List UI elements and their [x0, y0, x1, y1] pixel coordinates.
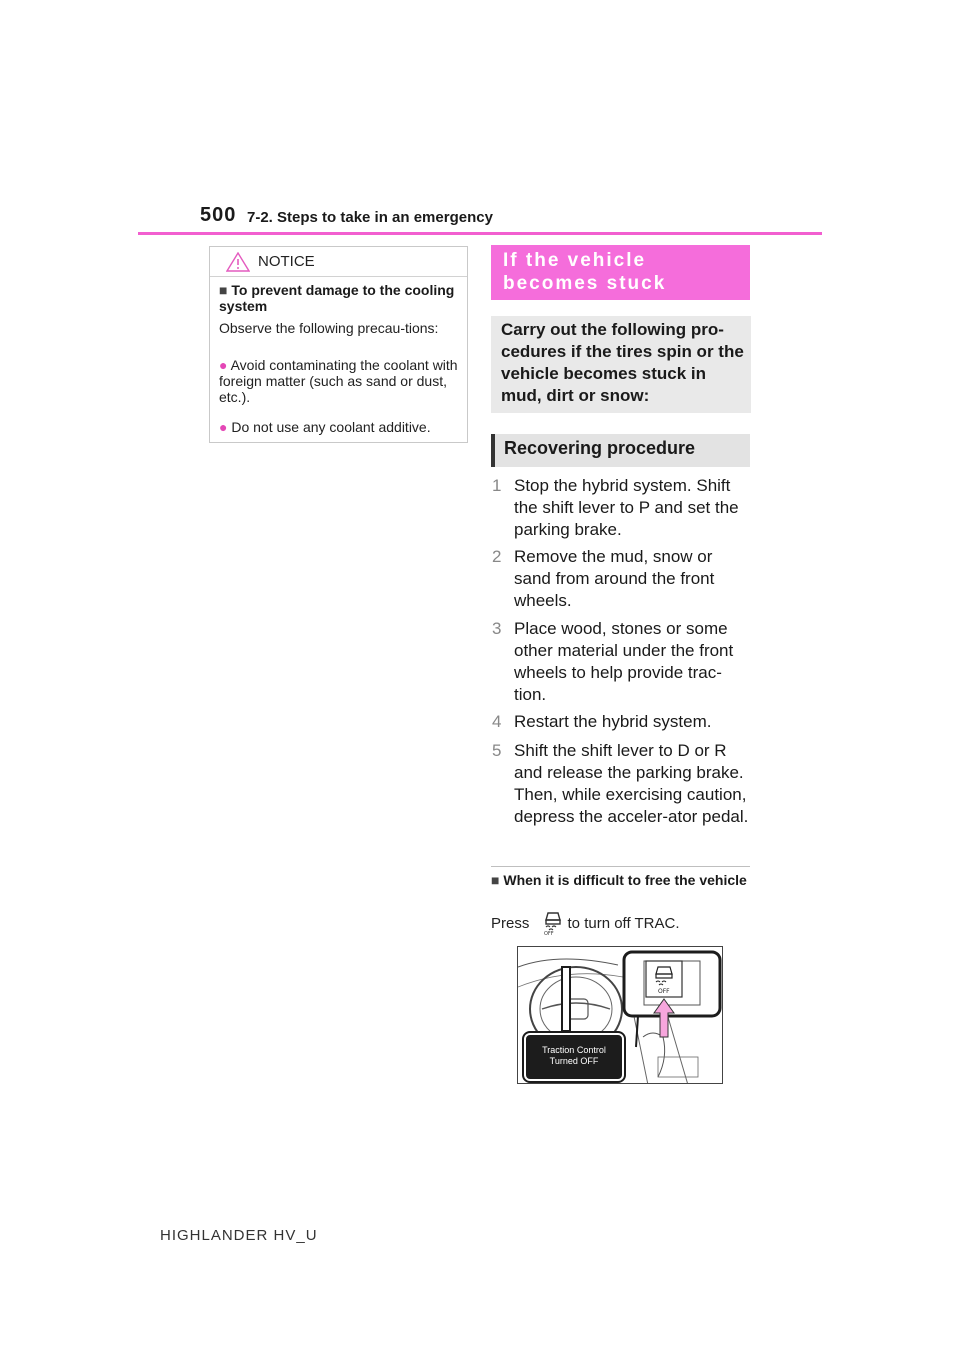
procedure-step: 5 Shift the shift lever to D or R and re…: [492, 740, 750, 850]
free-vehicle-heading-text: When it is difficult to free the vehicle: [503, 872, 747, 888]
message-line-2: Turned OFF: [549, 1056, 599, 1066]
press-text-after: to turn off TRAC.: [567, 915, 680, 932]
procedure-step: 4 Restart the hybrid system.: [492, 711, 750, 733]
notice-heading-text: To prevent damage to the cooling system: [219, 282, 455, 314]
procedure-step: 2 Remove the mud, snow or sand from arou…: [492, 546, 750, 612]
notice-header: NOTICE: [210, 247, 467, 277]
traction-control-message: Traction Control Turned OFF: [524, 1033, 624, 1081]
notice-bullet: ● Avoid contaminating the coolant with f…: [219, 357, 461, 405]
notice-bullet-text: Avoid contaminating the coolant with for…: [219, 357, 458, 405]
stuck-section-title: If the vehicle becomes stuck: [503, 250, 667, 294]
procedure-step: 3 Place wood, stones or some other mater…: [492, 618, 750, 706]
press-text-before: Press: [491, 915, 530, 932]
stuck-intro-text: Carry out the following pro-cedures if t…: [501, 320, 744, 405]
bullet-marker: ●: [219, 357, 228, 373]
step-text: Place wood, stones or some other materia…: [514, 619, 734, 704]
step-text: Stop the hybrid system. Shift the shift …: [514, 476, 739, 539]
message-line-1: Traction Control: [542, 1045, 606, 1055]
section-divider: [491, 866, 750, 867]
procedure-step: 1 Stop the hybrid system. Shift the shif…: [492, 475, 750, 541]
notice-box: NOTICE ■ To prevent damage to the coolin…: [209, 246, 468, 443]
footer-model: HIGHLANDER HV_U: [160, 1227, 318, 1244]
section-title: 7-2. Steps to take in an emergency: [247, 209, 493, 226]
step-number: 2: [492, 547, 502, 566]
header-rule: [138, 232, 822, 235]
step-number: 1: [492, 476, 502, 495]
step-text: Remove the mud, snow or sand from around…: [514, 547, 715, 610]
free-vehicle-heading: ■ When it is difficult to free the vehic…: [491, 872, 750, 888]
step-number: 4: [492, 712, 502, 731]
step-number: 5: [492, 741, 502, 760]
warning-triangle-icon: [226, 252, 250, 272]
recovering-procedure-title: Recovering procedure: [504, 438, 696, 458]
button-label: OFF: [658, 988, 670, 995]
notice-intro: Observe the following precau-tions:: [219, 320, 439, 336]
heading-marker: ■: [219, 282, 228, 298]
notice-bullet-text: Do not use any coolant additive.: [231, 419, 431, 435]
notice-heading: ■ To prevent damage to the cooling syste…: [219, 282, 459, 314]
step-text: Shift the shift lever to D or R and rele…: [514, 741, 749, 826]
notice-bullet: ● Do not use any coolant additive.: [219, 419, 461, 435]
bullet-marker: ●: [219, 419, 228, 435]
page-number: 500: [200, 204, 237, 226]
heading-marker: ■: [491, 872, 500, 888]
step-text: Restart the hybrid system.: [514, 712, 712, 731]
svg-text:OFF: OFF: [544, 931, 554, 935]
notice-label: NOTICE: [258, 253, 315, 270]
trac-off-illustration: OFF Traction Control Turned OFF: [517, 946, 723, 1084]
press-instruction: Press OFF to turn off TRAC.: [491, 912, 750, 935]
recovering-procedure-header: Recovering procedure: [491, 434, 750, 467]
trac-off-icon: OFF: [544, 912, 561, 935]
step-number: 3: [492, 619, 502, 638]
stuck-intro-box: Carry out the following pro-cedures if t…: [491, 316, 751, 413]
stuck-section-banner: If the vehicle becomes stuck: [491, 245, 750, 300]
